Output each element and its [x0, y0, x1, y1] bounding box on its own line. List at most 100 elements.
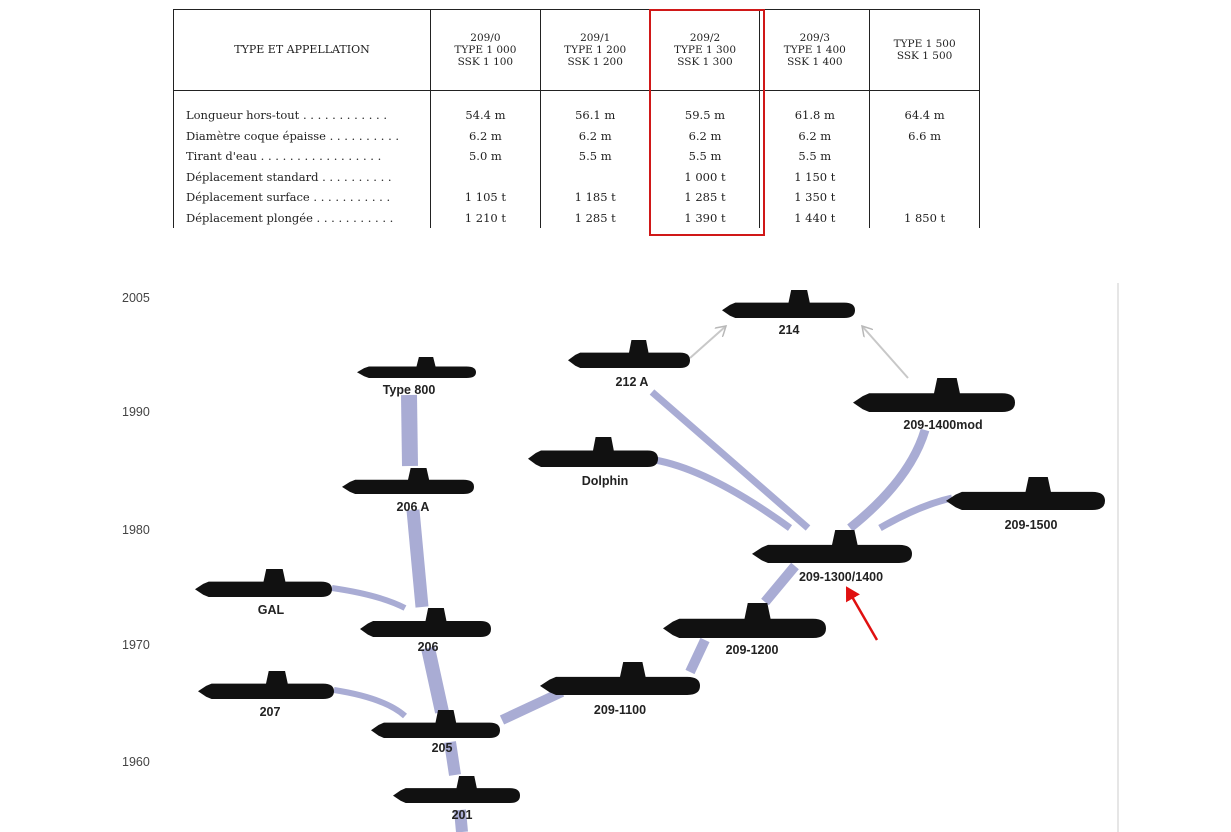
- cell-value: [869, 187, 980, 208]
- evolution-arrow: [689, 326, 726, 359]
- cell-value: 56.1 m: [539, 90, 651, 126]
- cell-value: 61.8 m: [759, 90, 871, 126]
- node-n205: 205: [371, 710, 500, 755]
- connector: [421, 646, 449, 714]
- submarine-silhouette-icon: [946, 477, 1105, 510]
- row-label: Diamètre coque épaisse . . . . . . . . .…: [173, 125, 431, 146]
- table-row: Tirant d'eau . . . . . . . . . . . . . .…: [173, 146, 980, 167]
- node-label: 201: [452, 808, 473, 822]
- year-label: 2005: [122, 291, 150, 305]
- connectors: [331, 326, 953, 832]
- cell-value: 1 285 t: [539, 207, 651, 228]
- submarine-silhouette-icon: [198, 671, 334, 699]
- node-label: 209-1300/1400: [799, 570, 883, 584]
- year-label: 1980: [122, 523, 150, 537]
- submarine-silhouette-icon: [371, 710, 500, 738]
- node-n212a: 212 A: [568, 340, 690, 389]
- year-label: 1960: [122, 755, 150, 769]
- cell-value: 6.2 m: [759, 125, 871, 146]
- connector: [499, 687, 565, 725]
- submarine-silhouette-icon: [528, 437, 658, 467]
- year-label: 1970: [122, 638, 150, 652]
- node-label: 209-1100: [594, 703, 646, 717]
- submarine-silhouette-icon: [853, 378, 1015, 412]
- cell-value: 6.6 m: [869, 125, 980, 146]
- connector: [454, 809, 468, 832]
- cell-value: 1 440 t: [759, 207, 871, 228]
- node-label: 209-1200: [726, 643, 779, 657]
- table-row: Diamètre coque épaisse . . . . . . . . .…: [173, 125, 980, 146]
- connector: [847, 428, 930, 532]
- cell-value: 6.2 m: [539, 125, 651, 146]
- cell-value: 1 390 t: [649, 207, 761, 228]
- submarine-silhouette-icon: [195, 569, 332, 597]
- cell-value: [869, 146, 980, 167]
- node-label: Type 800: [383, 383, 436, 397]
- node-n1400mod: 209-1400mod: [853, 378, 1015, 432]
- connector: [406, 509, 429, 608]
- submarine-silhouette-icon: [540, 662, 700, 695]
- node-label: 212 A: [616, 375, 649, 389]
- connector: [685, 637, 710, 675]
- table-row: Longueur hors-tout . . . . . . . . . . .…: [173, 90, 980, 126]
- cell-value: 5.0 m: [430, 146, 541, 167]
- table-row: Déplacement surface . . . . . . . . . . …: [173, 187, 980, 208]
- node-label: GAL: [258, 603, 285, 617]
- node-label: 209-1400mod: [903, 418, 982, 432]
- node-gal: GAL: [195, 569, 332, 617]
- submarine-silhouette-icon: [393, 776, 520, 803]
- node-n206a: 206 A: [342, 468, 474, 514]
- submarine-silhouette-icon: [342, 468, 474, 494]
- submarine-silhouette-icon: [568, 340, 690, 368]
- table-row: Déplacement plongée . . . . . . . . . . …: [173, 207, 980, 228]
- red-pointer-arrow: [845, 586, 879, 641]
- cell-value: 6.2 m: [430, 125, 541, 146]
- cell-value: 5.5 m: [539, 146, 651, 167]
- cell-value: 1 210 t: [430, 207, 541, 228]
- node-n1500: 209-1500: [946, 477, 1105, 532]
- highlight-box: [649, 9, 765, 236]
- cell-value: 1 185 t: [539, 187, 651, 208]
- connector: [333, 687, 408, 719]
- submarine-silhouette-icon: [360, 608, 491, 637]
- connector: [444, 741, 461, 776]
- row-label: Longueur hors-tout . . . . . . . . . . .…: [173, 90, 431, 126]
- node-label: 209-1500: [1005, 518, 1058, 532]
- node-label: 206 A: [397, 500, 430, 514]
- node-n201: 201: [393, 776, 520, 822]
- connector: [654, 456, 793, 531]
- node-n1100: 209-1100: [540, 662, 700, 717]
- submarine-silhouette-icon: [722, 290, 855, 318]
- node-n206: 206: [360, 608, 491, 654]
- submarine-silhouette-icon: [663, 603, 826, 638]
- node-n1200: 209-1200: [663, 603, 826, 657]
- header-type: TYPE ET APPELLATION: [173, 9, 431, 91]
- cell-value: 54.4 m: [430, 90, 541, 126]
- node-n207: 207: [198, 671, 334, 719]
- submarine-silhouette-icon: [752, 530, 912, 563]
- node-label: 214: [779, 323, 800, 337]
- connector: [878, 494, 953, 532]
- node-label: 207: [260, 705, 281, 719]
- connector: [401, 394, 418, 467]
- cell-value: 1 850 t: [869, 207, 980, 228]
- cell-value: 64.4 m: [869, 90, 980, 126]
- year-label: 1990: [122, 405, 150, 419]
- row-label: Déplacement surface . . . . . . . . . . …: [173, 187, 431, 208]
- node-label: Dolphin: [582, 474, 629, 488]
- cell-value: 59.5 m: [649, 90, 761, 126]
- cell-value: [869, 166, 980, 187]
- connector: [649, 389, 811, 531]
- row-label: Tirant d'eau . . . . . . . . . . . . . .…: [173, 146, 431, 167]
- node-dolphin: Dolphin: [528, 437, 658, 488]
- row-label: Déplacement plongée . . . . . . . . . . …: [173, 207, 431, 228]
- node-n214: 214: [722, 290, 855, 337]
